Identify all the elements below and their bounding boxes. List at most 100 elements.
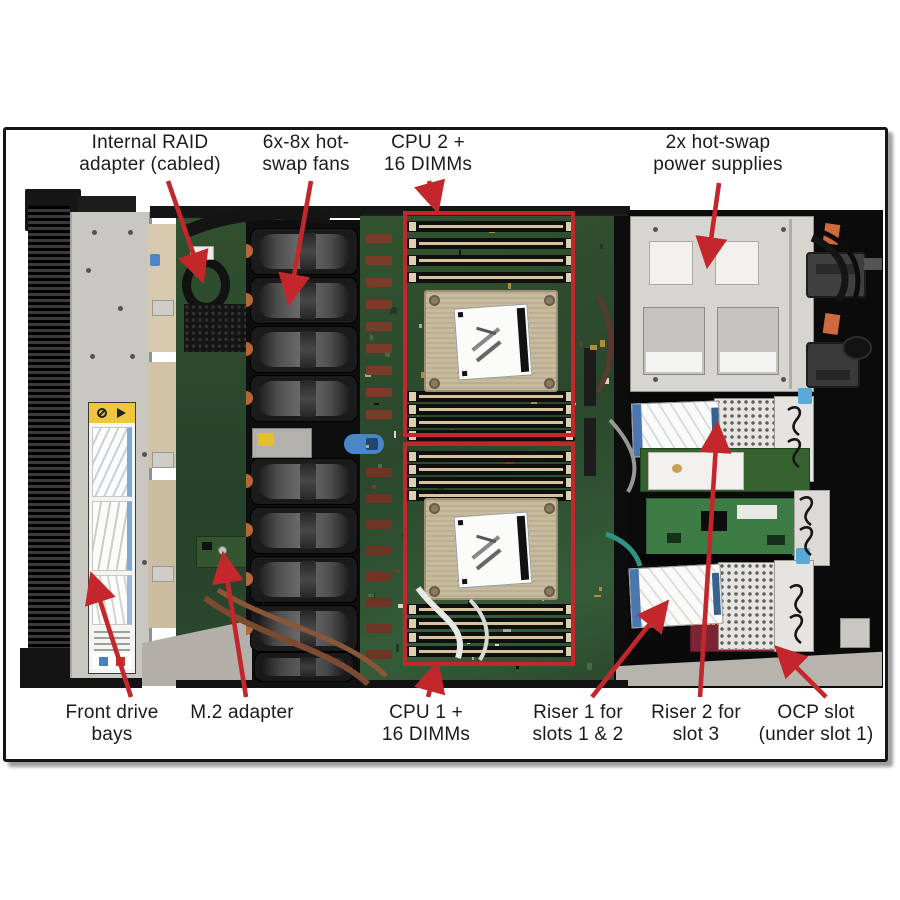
callout-line: 6x-8x hot- xyxy=(262,132,350,153)
pcb-component xyxy=(458,250,461,258)
panel-screw xyxy=(86,268,91,273)
m2-chip xyxy=(202,542,212,550)
dimm-slot xyxy=(407,632,575,643)
psu-cage xyxy=(630,216,814,392)
cpu2-region-highlight xyxy=(403,211,575,437)
callout-line: OCP slot xyxy=(777,702,855,723)
callout-line: bays xyxy=(91,724,133,745)
psu-unit-label xyxy=(720,352,776,372)
panel-screw xyxy=(142,452,147,457)
handle-grip xyxy=(816,370,850,380)
dimm-slot xyxy=(407,464,575,475)
psu-cage-seam xyxy=(789,219,792,389)
pcb-component xyxy=(590,345,597,351)
callout-line: slot 3 xyxy=(672,724,720,745)
pcb-component xyxy=(494,643,499,648)
callout-line: M.2 adapter xyxy=(190,702,294,723)
cpu1-heatsink xyxy=(424,498,558,600)
dimm-slot xyxy=(407,221,575,232)
nic-chip xyxy=(767,535,785,545)
latch-button xyxy=(366,438,378,450)
heatsink-screw xyxy=(544,586,555,597)
fan-module xyxy=(250,326,358,373)
pcb-component xyxy=(396,644,400,653)
warning-banner xyxy=(89,403,135,423)
pcb-component xyxy=(369,334,374,340)
fan-power-connector xyxy=(366,366,392,375)
fan-grommet xyxy=(246,293,253,307)
dimm-slot xyxy=(407,404,575,415)
callout-front-drive-bays: Front drive bays xyxy=(42,702,182,746)
pcb-component xyxy=(594,595,601,598)
callout-line: slots 1 & 2 xyxy=(532,724,624,745)
callout-line: Riser 2 for xyxy=(651,702,741,723)
callout-line: 2x hot-swap xyxy=(665,132,771,153)
thumb-knob xyxy=(842,336,872,360)
pcb-component xyxy=(586,663,593,671)
dimm-slot xyxy=(407,477,575,488)
dimm-slot xyxy=(407,490,575,501)
pcb-component xyxy=(502,627,511,635)
callout-line: CPU 1 + xyxy=(389,702,463,723)
psu-bay-window xyxy=(643,307,705,375)
callout-riser-1: Riser 1 for slots 1 & 2 xyxy=(508,702,648,746)
nic-label xyxy=(737,505,777,519)
label-diagram xyxy=(92,427,132,497)
pcb-component xyxy=(378,464,383,469)
dimm-slot xyxy=(407,391,575,402)
fan-grommet xyxy=(246,523,253,537)
panel-screw xyxy=(128,230,133,235)
heatsink-screw xyxy=(429,295,440,306)
heatsink-screw xyxy=(544,378,555,389)
fan-module xyxy=(250,458,358,505)
pcie-connector xyxy=(584,348,596,406)
panel-screw xyxy=(130,354,135,359)
fan-module xyxy=(250,375,358,422)
pcb-component xyxy=(366,444,369,448)
fan-grommet xyxy=(246,244,253,258)
pcb-component xyxy=(598,586,602,591)
fan-power-connector xyxy=(366,322,392,331)
backplane-clip xyxy=(152,452,174,468)
dimm-slot xyxy=(407,238,575,249)
fan-power-connector xyxy=(366,410,392,419)
emi-gasket-strip xyxy=(28,206,70,658)
fan-power-connector xyxy=(366,468,392,477)
callout-m2-adapter: M.2 adapter xyxy=(172,702,312,724)
pcb-component xyxy=(389,306,398,315)
callout-power-supplies: 2x hot-swap power supplies xyxy=(628,132,808,176)
dimm-slot xyxy=(407,417,575,428)
blue-cable-clip xyxy=(150,254,160,266)
pcb-component xyxy=(372,485,377,489)
nic-card xyxy=(646,498,808,556)
heatsink-screw xyxy=(544,503,555,514)
pcb-component xyxy=(419,324,422,329)
dimm-slot xyxy=(407,618,575,629)
fan-power-connector xyxy=(366,388,392,397)
panel-screw xyxy=(142,560,147,565)
psu-label-window xyxy=(649,241,693,285)
psu-handle-prong xyxy=(864,258,882,270)
psu-screw xyxy=(781,377,786,382)
arrow-icon xyxy=(117,408,126,418)
fan-power-connector xyxy=(366,572,392,581)
drive-backplane xyxy=(148,362,176,468)
fan-grommet xyxy=(246,572,253,586)
callout-hot-swap-fans: 6x-8x hot- swap fans xyxy=(226,132,386,176)
callout-cpu2-dimms: CPU 2 + 16 DIMMs xyxy=(358,132,498,176)
heatsink-screw xyxy=(429,378,440,389)
heatsink-screw xyxy=(544,295,555,306)
panel-screw xyxy=(118,306,123,311)
pcb-component xyxy=(416,415,419,418)
fan-power-connector xyxy=(366,344,392,353)
drive-backplane xyxy=(148,480,176,628)
nic-chip xyxy=(667,533,681,543)
pcb-component xyxy=(364,373,371,378)
cpu2-heatsink xyxy=(424,290,558,392)
label-diagram xyxy=(92,501,132,571)
fan-grommet xyxy=(246,391,253,405)
callout-line: CPU 2 + xyxy=(391,132,465,153)
fan-power-connector xyxy=(366,278,392,287)
pcb-component xyxy=(508,281,512,289)
